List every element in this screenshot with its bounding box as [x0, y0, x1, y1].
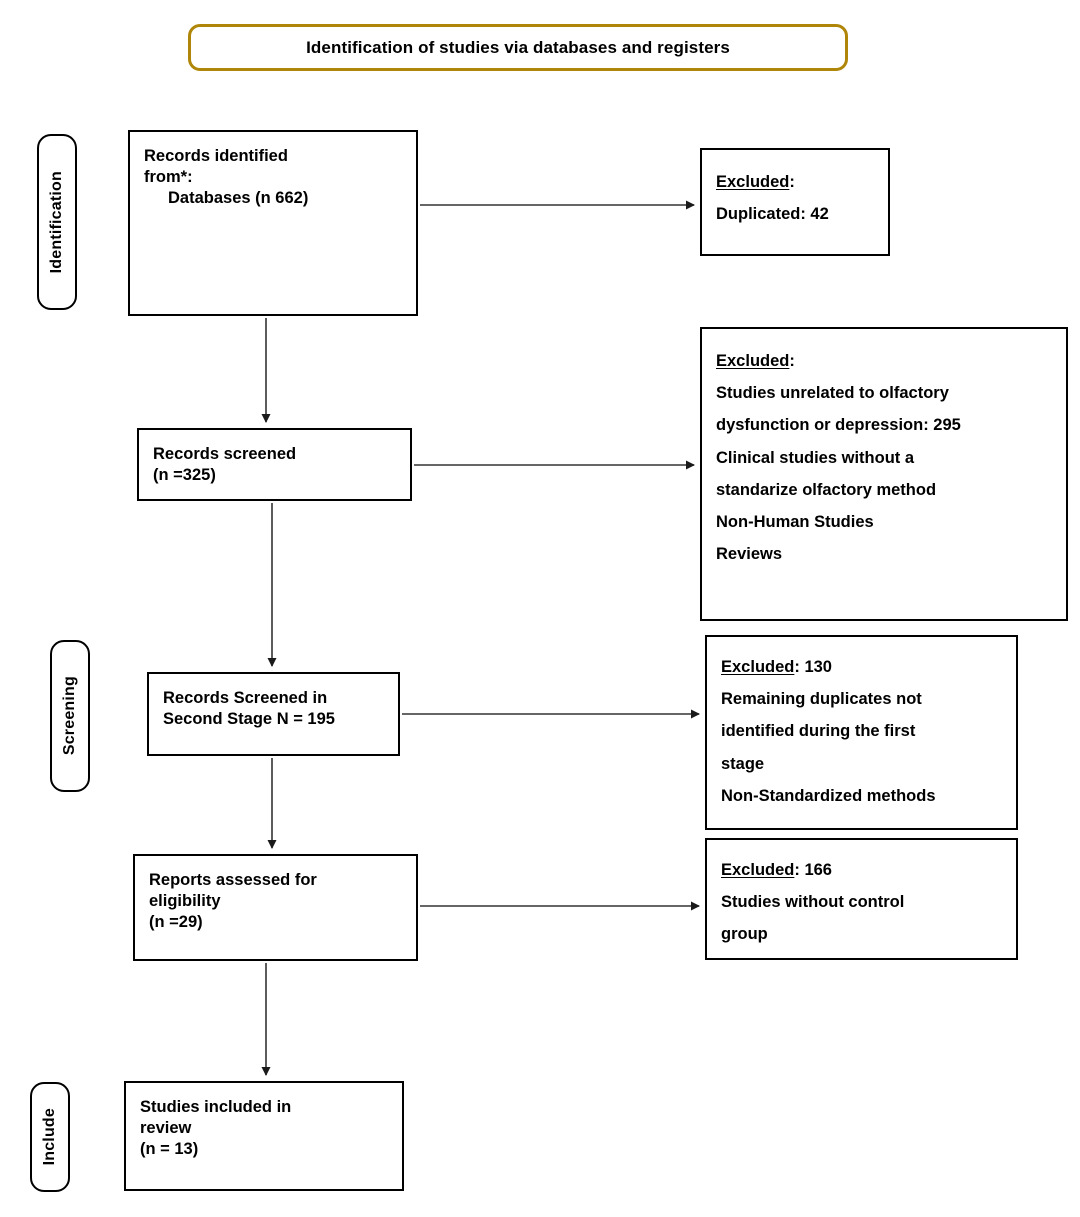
records-identified-line3: Databases (n 662)	[168, 189, 309, 208]
box-excluded-duplicated: Excluded: Duplicated: 42	[700, 148, 890, 256]
studies-included-line1: Studies included in	[140, 1098, 292, 1116]
studies-included-line2: review	[140, 1119, 192, 1138]
excluded-eligibility-line2: group	[721, 925, 768, 944]
diagram-title-banner: Identification of studies via databases …	[188, 24, 848, 71]
studies-included-line3: (n = 13)	[140, 1140, 199, 1159]
excluded-screening-line3: Clinical studies without a	[716, 448, 915, 467]
excluded-screening-line2: dysfunction or depression: 295	[716, 416, 961, 435]
box-excluded-second-stage: Excluded: 130 Remaining duplicates not i…	[705, 635, 1018, 830]
box-reports-assessed: Reports assessed for eligibility (n =29)	[133, 854, 418, 961]
reports-assessed-line2: eligibility	[149, 892, 221, 911]
excluded-second-stage-line3: stage	[721, 754, 765, 773]
excluded-screening-line1: Studies unrelated to olfactory	[716, 384, 949, 403]
records-identified-line2: from*:	[144, 168, 193, 187]
excluded-second-stage-heading: Excluded: 130	[721, 658, 832, 676]
box-studies-included: Studies included in review (n = 13)	[124, 1081, 404, 1191]
excluded-second-stage-line1: Remaining duplicates not	[721, 690, 922, 709]
phase-label-include-text: Include	[41, 1108, 58, 1166]
phase-label-screening: Screening	[50, 640, 90, 792]
excluded-screening-line6: Reviews	[716, 545, 783, 564]
excluded-duplicated-line1: Duplicated: 42	[716, 205, 829, 224]
excluded-screening-line4: standarize olfactory method	[716, 480, 937, 499]
excluded-eligibility-heading: Excluded: 166	[721, 861, 832, 879]
box-second-stage-screened: Records Screened in Second Stage N = 195	[147, 672, 400, 756]
box-records-screened: Records screened (n =325)	[137, 428, 412, 501]
excluded-screening-heading: Excluded:	[716, 352, 795, 370]
phase-label-screening-text: Screening	[61, 676, 78, 756]
second-stage-line1: Records Screened in	[163, 689, 328, 707]
excluded-eligibility-line1: Studies without control	[721, 893, 905, 912]
box-records-identified: Records identified from*: Databases (n 6…	[128, 130, 418, 316]
phase-label-identification: Identification	[37, 134, 77, 310]
phase-label-include: Include	[30, 1082, 70, 1192]
box-excluded-screening: Excluded: Studies unrelated to olfactory…	[700, 327, 1068, 621]
records-identified-line1: Records identified	[144, 147, 288, 165]
excluded-second-stage-line4: Non-Standardized methods	[721, 786, 936, 805]
page-title: Identification of studies via databases …	[306, 37, 730, 57]
excluded-duplicated-heading: Excluded:	[716, 173, 795, 191]
box-excluded-eligibility: Excluded: 166 Studies without control gr…	[705, 838, 1018, 960]
phase-label-identification-text: Identification	[48, 170, 65, 274]
excluded-second-stage-line2: identified during the first	[721, 722, 916, 741]
records-screened-line2: (n =325)	[153, 466, 216, 485]
second-stage-line2: Second Stage N = 195	[163, 710, 335, 729]
excluded-screening-line5: Non-Human Studies	[716, 512, 874, 531]
reports-assessed-line1: Reports assessed for	[149, 871, 317, 889]
reports-assessed-line3: (n =29)	[149, 913, 203, 932]
records-screened-line1: Records screened	[153, 445, 297, 463]
